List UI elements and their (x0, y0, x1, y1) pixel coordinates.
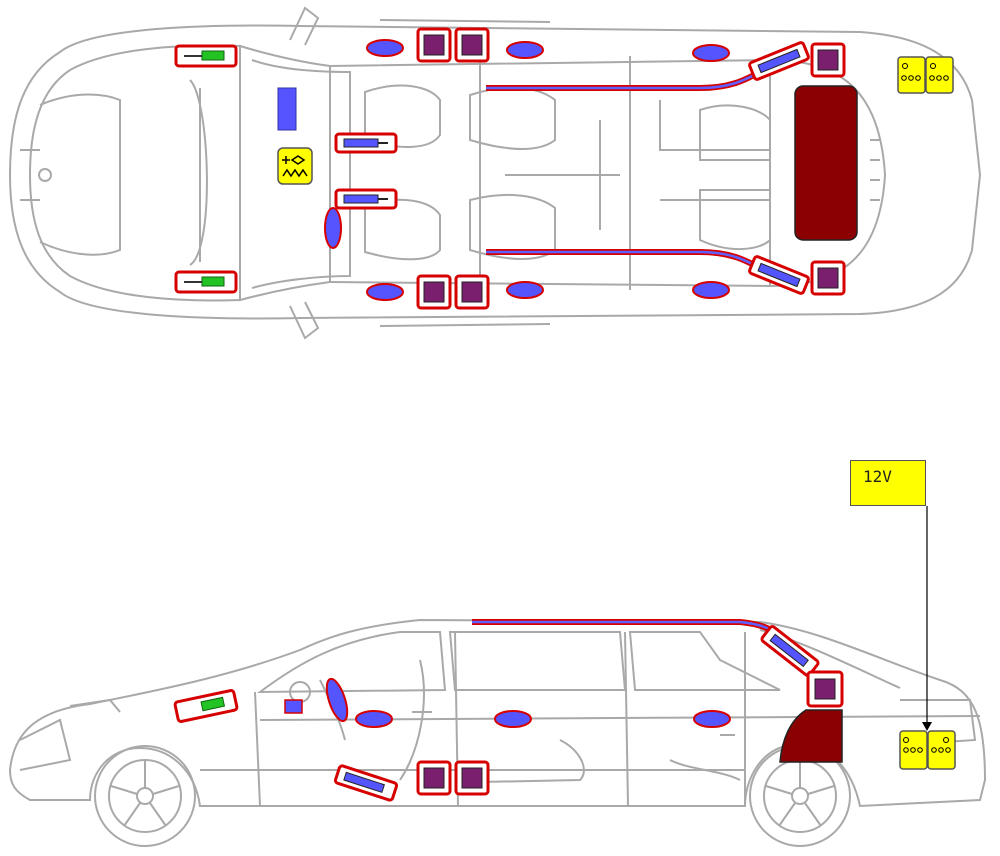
top-view-body-outline (8, 24, 982, 320)
side-belt-tensioner-rear (760, 625, 820, 677)
top-front-sensor-left (174, 44, 238, 68)
side-front-sensor (173, 689, 239, 723)
battery-voltage-label: 12V (850, 460, 926, 506)
top-door-sensor (366, 283, 404, 301)
battery-callout-line (922, 506, 932, 731)
top-door-sensor (506, 281, 544, 299)
battery-icon (897, 56, 954, 94)
top-dash-airbag-left (277, 87, 297, 131)
side-door-sensors (355, 710, 731, 728)
top-door-sensors (366, 39, 730, 301)
top-door-sensor (366, 39, 404, 57)
side-airbag-modules (416, 670, 844, 796)
side-door-sensor (693, 710, 731, 728)
gas-generator-icon (277, 147, 313, 185)
top-belt-tensioner-rear-right (748, 255, 810, 295)
top-fuel-tank (794, 85, 858, 241)
top-belt-tensioner-front-left (334, 132, 398, 154)
side-fuel-tank (779, 709, 843, 763)
top-side-airbag-modules (416, 27, 846, 310)
side-belt-tensioner-front (333, 764, 399, 802)
top-door-sensor (506, 41, 544, 59)
side-steering-airbag (325, 677, 349, 723)
side-door-sensor (494, 710, 532, 728)
top-steering-airbag (324, 207, 342, 249)
top-belt-tensioner-front-right (334, 188, 398, 210)
side-door-sensor (355, 710, 393, 728)
side-front-wheel (94, 745, 196, 847)
top-belt-tensioner-rear-left (748, 41, 810, 81)
top-door-sensor (692, 281, 730, 299)
side-battery-icon (899, 730, 956, 770)
side-dash-airbag (284, 699, 303, 714)
top-door-sensor (692, 44, 730, 62)
top-front-sensor-right (174, 270, 238, 294)
